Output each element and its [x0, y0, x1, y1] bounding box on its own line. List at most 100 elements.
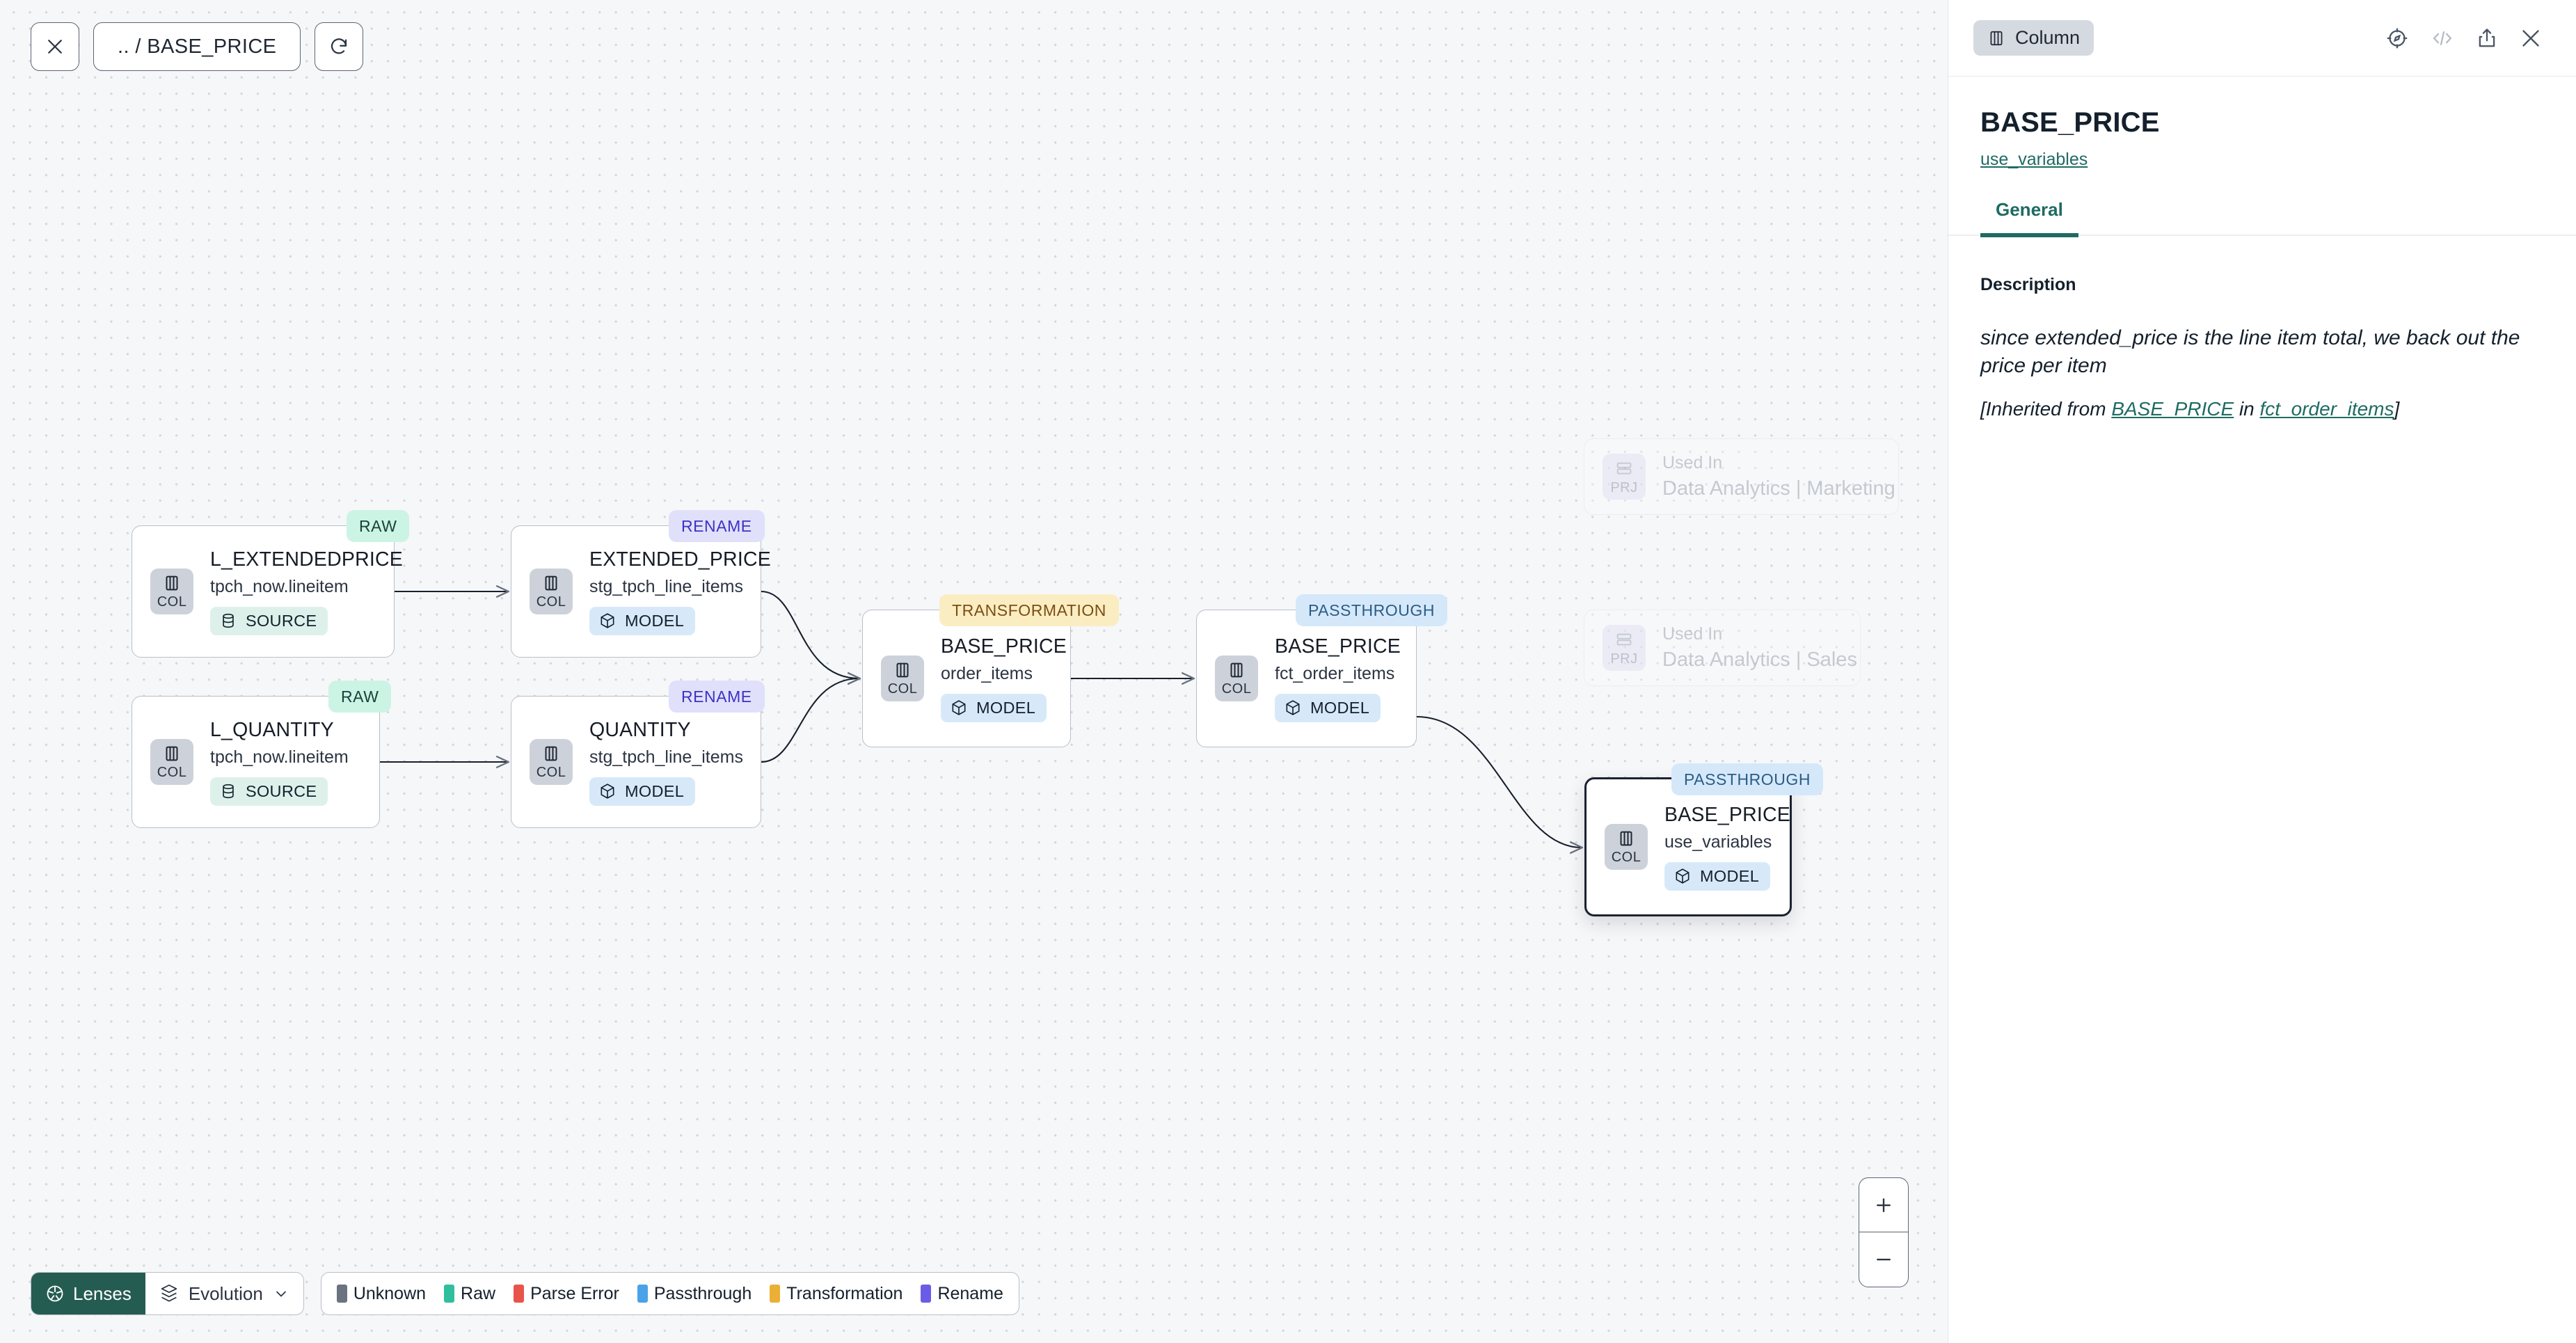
- close-panel-button[interactable]: [2519, 26, 2543, 50]
- node-type-badge: SOURCE: [210, 606, 328, 635]
- node-kind-chip-label: COL: [1611, 850, 1641, 865]
- column-icon: [896, 662, 909, 678]
- node-type-label: MODEL: [625, 781, 685, 800]
- node-kind-chip-label: COL: [1221, 681, 1252, 697]
- chevron-down-icon: [276, 1291, 286, 1297]
- legend-item[interactable]: Unknown: [336, 1283, 427, 1304]
- panel-content: Description since extended_price is the …: [1948, 236, 2576, 1343]
- entity-type-label: Column: [2015, 27, 2081, 48]
- legend-item[interactable]: Passthrough: [637, 1284, 752, 1304]
- node-type-badge: MODEL: [1664, 861, 1771, 891]
- lineage-canvas[interactable]: .. / BASE_PRICE: [0, 0, 1948, 1343]
- node-subtitle: use_variables: [1664, 832, 1772, 852]
- evolution-label: Evolution: [188, 1282, 263, 1304]
- zoom-controls: [1859, 1177, 1909, 1287]
- share-button[interactable]: [2476, 26, 2498, 50]
- node-kind-chip-label: COL: [887, 681, 918, 697]
- canvas-bottom-bar: Lenses Evolution Unknown Raw Parse Error Pa…: [31, 1272, 1019, 1315]
- canvas-toolbar: .. / BASE_PRICE: [31, 22, 364, 71]
- node-kind-badge: RAW: [347, 510, 410, 542]
- legend-label: Unknown: [353, 1283, 427, 1303]
- node-kind-chip: COL: [150, 739, 193, 785]
- zoom-in-button[interactable]: [1859, 1178, 1908, 1232]
- description-label: Description: [1980, 275, 2076, 294]
- node-title: BASE_PRICE: [1275, 635, 1401, 658]
- breadcrumb-button[interactable]: .. / BASE_PRICE: [93, 22, 301, 71]
- node-subtitle: tpch_now.lineitem: [210, 747, 349, 767]
- node-title: QUANTITY: [589, 718, 691, 741]
- explore-compass-button[interactable]: [2385, 26, 2409, 50]
- node-kind-chip: COL: [530, 739, 573, 785]
- tab-general[interactable]: General: [1980, 199, 2078, 237]
- share-icon: [2479, 28, 2495, 47]
- node-type-label: MODEL: [1700, 866, 1760, 885]
- zoom-out-button[interactable]: [1859, 1232, 1908, 1287]
- description-text: since extended_price is the line item to…: [1980, 326, 2520, 377]
- node-kind-chip-label: COL: [536, 765, 566, 780]
- project-chip-label: PRJ: [1610, 651, 1638, 667]
- inherited-middle: in: [2234, 397, 2260, 420]
- cube-icon: [601, 784, 614, 799]
- refresh-button[interactable]: [315, 22, 364, 71]
- close-lineage-button[interactable]: [31, 22, 79, 71]
- column-icon: [166, 746, 178, 761]
- legend-swatch: [444, 1285, 455, 1303]
- node-type-label: SOURCE: [246, 781, 317, 800]
- view-code-button[interactable]: [2430, 26, 2455, 50]
- breadcrumb-label: .. / BASE_PRICE: [118, 35, 277, 58]
- node-kind-chip: COL: [150, 569, 193, 614]
- code-icon: [2433, 31, 2452, 45]
- node-kind-chip: COL: [881, 655, 924, 701]
- entity-type-chip: Column: [1973, 20, 2094, 56]
- node-kind-chip-label: COL: [157, 765, 187, 780]
- close-icon: [48, 40, 62, 54]
- node-type-label: SOURCE: [246, 611, 317, 630]
- inherited-column-link[interactable]: BASE_PRICE: [2111, 397, 2234, 420]
- node-kind-chip-label: COL: [157, 594, 187, 610]
- cube-icon: [1676, 868, 1689, 884]
- evolution-button[interactable]: Evolution: [145, 1273, 303, 1314]
- node-kind-badge: RAW: [328, 681, 392, 713]
- node-type-badge: MODEL: [941, 693, 1047, 722]
- legend-item[interactable]: Rename: [921, 1284, 1003, 1304]
- node-subtitle: order_items: [941, 663, 1033, 683]
- ghost-title: Data Analytics | Marketing: [1662, 477, 1895, 500]
- ghost-kicker: Used In: [1662, 453, 1723, 472]
- panel-header: Column: [1948, 0, 2576, 77]
- inherited-model-link[interactable]: fct_order_items: [2259, 397, 2394, 420]
- legend-item[interactable]: Transformation: [770, 1284, 903, 1304]
- node-kind-badge: TRANSFORMATION: [939, 594, 1119, 626]
- legend-item[interactable]: Raw: [444, 1284, 495, 1304]
- lens-group: Lenses Evolution: [31, 1272, 304, 1315]
- parent-model-link[interactable]: use_variables: [1980, 150, 2088, 169]
- node-kind-badge: PASSTHROUGH: [1296, 594, 1447, 626]
- ghost-card-used-in-marketing[interactable]: PRJ Used In Data Analytics | Marketing: [1584, 438, 1899, 515]
- legend-item[interactable]: Parse Error: [514, 1284, 619, 1304]
- project-chip: PRJ: [1603, 454, 1646, 500]
- column-icon: [545, 746, 557, 761]
- project-chip: PRJ: [1603, 625, 1646, 671]
- lenses-button[interactable]: Lenses: [31, 1273, 145, 1314]
- node-kind-badge: PASSTHROUGH: [1671, 763, 1823, 795]
- node-type-badge: MODEL: [589, 777, 696, 806]
- column-icon: [166, 575, 178, 591]
- node-kind-badge: RENAME: [669, 681, 765, 713]
- minus-icon: [1877, 1258, 1891, 1261]
